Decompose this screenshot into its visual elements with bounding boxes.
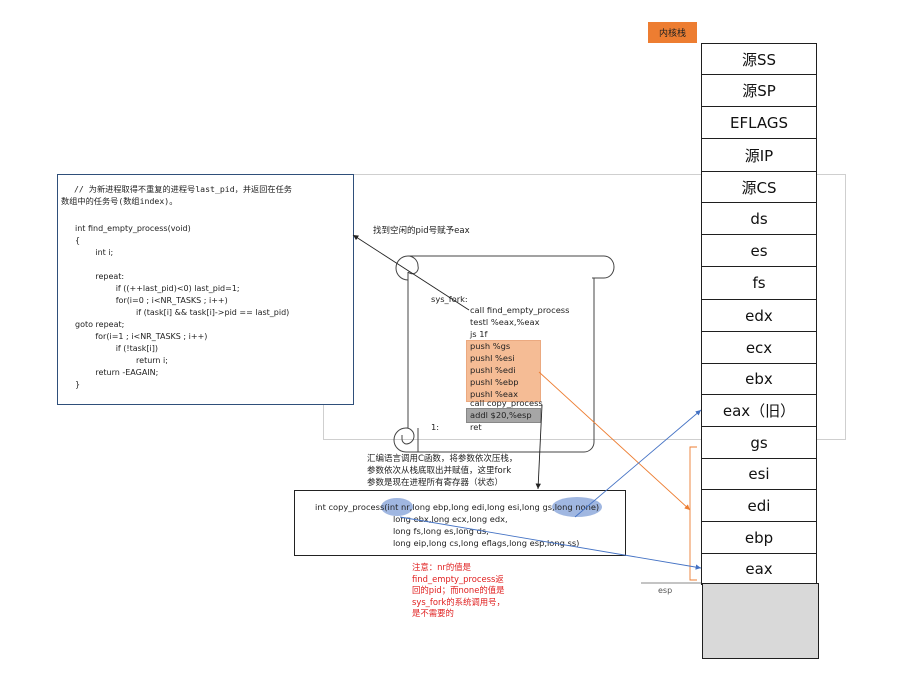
code-line: if (task[i] && task[i]->pid == last_pid) (75, 308, 290, 317)
call-copy-process: call copy_process (470, 398, 543, 408)
red-note: 注意：nr的值是find_empty_process返回的pid；而none的值… (412, 562, 505, 618)
stack-cell-edx: edx (701, 299, 817, 332)
sys-fork-label: sys_fork: (431, 294, 468, 304)
copy-process-mid: long ebp,long edi,long esi,long gs, (412, 502, 555, 512)
copy-process-line2: long ebx,long ecx,long edx, (393, 514, 508, 524)
copy-process-line4: long eip,long cs,long eflags,long esp,lo… (393, 538, 580, 548)
push-registers-block (466, 340, 541, 402)
find-empty-process-code-box: // 为新进程取得不重复的进程号last_pid，并返回在任务 数组中的任务号(… (57, 174, 354, 405)
code-comment-1: // 为新进程取得不重复的进程号last_pid，并返回在任务 (74, 184, 292, 194)
push-line: pushl %edi (470, 365, 516, 375)
push-line: pushl %esi (470, 353, 515, 363)
code-line: { (75, 236, 81, 245)
arrow-to-find-empty-process (352, 234, 470, 311)
push-line: pushl %ebp (470, 377, 519, 387)
stack-cell-src-ss: 源SS (701, 43, 817, 75)
stack-cell-ds: ds (701, 202, 817, 235)
stack-free-area (702, 583, 819, 659)
asm-line: call find_empty_process (470, 305, 570, 315)
code-line: return i; (75, 356, 168, 365)
esp-label: esp (658, 586, 673, 595)
code-line: return -EAGAIN; (75, 368, 159, 377)
pid-eax-annotation: 找到空闲的pid号赋予eax (373, 226, 470, 236)
stack-cell-src-cs: 源CS (701, 171, 817, 203)
code-line: repeat: (75, 272, 125, 281)
kernel-stack-label: 内核栈 (648, 22, 697, 43)
nr-param: int nr, (387, 502, 413, 512)
nr-ellipse (381, 498, 413, 516)
asm-line: js 1f (470, 329, 488, 339)
orange-arrow-push (538, 371, 691, 511)
push-line: push %gs (470, 341, 511, 351)
orange-bracket (689, 446, 697, 581)
code-line: goto repeat; (75, 320, 125, 329)
c-call-note-3: 参数是现在进程所有寄存器（状态） (367, 478, 504, 488)
none-param: long none) (554, 502, 600, 512)
addl-block (466, 408, 541, 423)
code-line: } (75, 380, 81, 389)
code-line: if ((++last_pid)<0) last_pid=1; (75, 284, 240, 293)
blue-bracket (688, 443, 697, 583)
addl-line: addl $20,%esp (470, 410, 532, 420)
stack-cell-src-ip: 源IP (701, 138, 817, 172)
c-call-note-2: 参数依次从栈底取出并赋值，这里fork (367, 466, 512, 476)
c-call-note-1: 汇编语言调用C函数，将参数依次压栈， (367, 454, 518, 464)
copy-process-line3: long fs,long es,long ds, (393, 526, 489, 536)
stack-cell-eflags: EFLAGS (701, 106, 817, 139)
push-line: pushl %eax (470, 389, 519, 399)
code-line: for(i=0 ; i<NR_TASKS ; i++) (75, 296, 228, 305)
copy-process-prefix: int copy_process( (315, 502, 388, 512)
code-line: int i; (75, 248, 114, 257)
arrow-to-copy-process (535, 404, 543, 490)
stack-cell-gs: gs (701, 426, 817, 459)
ret-line: ret (470, 422, 482, 432)
stack-cell-esi: esi (701, 458, 817, 490)
code-line: int find_empty_process(void) (75, 224, 191, 233)
stack-cell-eax-old: eax（旧） (701, 394, 817, 427)
code-line: if (!task[i]) (75, 344, 159, 353)
param-highlight-ellipses (381, 497, 602, 517)
label-1: 1: (431, 422, 440, 432)
blue-arrow-none-to-eax-old (574, 409, 702, 518)
stack-cell-src-sp: 源SP (701, 74, 817, 107)
stack-cell-es: es (701, 234, 817, 267)
asm-line: testl %eax,%eax (470, 317, 540, 327)
none-ellipse (552, 497, 602, 517)
code-line: for(i=1 ; i<NR_TASKS ; i++) (75, 332, 208, 341)
scroll-shape (393, 255, 615, 453)
copy-process-signature: int copy_process(int nr,long ebp,long ed… (315, 501, 599, 513)
blue-arrow-nr-to-eax (399, 516, 702, 570)
code-comment-2: 数组中的任务号(数组index)。 (61, 196, 178, 206)
